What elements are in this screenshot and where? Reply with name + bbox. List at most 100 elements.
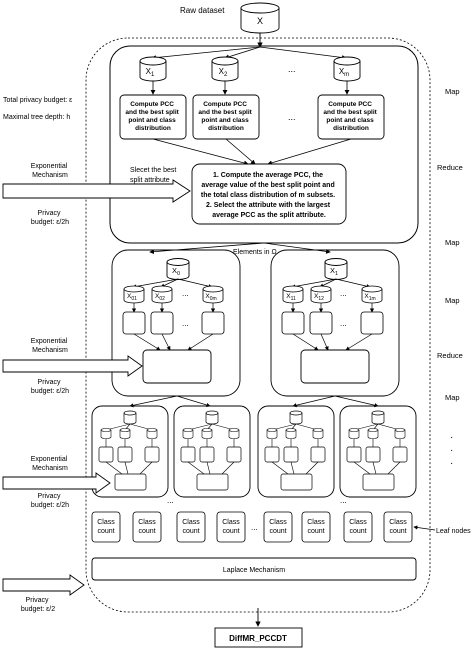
svg-text:X02: X02 <box>155 293 165 302</box>
l2-left-map-box-m <box>201 311 225 335</box>
svg-text:X01: X01 <box>127 293 137 302</box>
right-label-map-2: Map <box>445 238 460 247</box>
svg-text:X1: X1 <box>330 266 338 277</box>
exp-mech-label-2: Exponential Mechanism <box>31 338 70 354</box>
svg-text:X1: X1 <box>146 67 155 78</box>
tree-ellipsis-1: ... <box>167 496 174 505</box>
class-count-box-1 <box>91 511 121 543</box>
output-box <box>214 627 303 648</box>
subset-cylinder-2: X2 <box>211 56 239 82</box>
raw-dataset-cylinder: X <box>240 2 280 34</box>
right-label-reduce-1: Reduce <box>437 163 463 172</box>
stage3-tree-2 <box>173 405 251 498</box>
compute-box-m: Compute PCC and the best split point and… <box>317 94 385 140</box>
budget-label-2: Privacy budget: ε/2h <box>31 379 69 395</box>
exp-mech-arrow-1 <box>2 179 191 203</box>
tree-ellipsis-2: ... <box>340 496 347 505</box>
class-count-box-6 <box>301 511 331 543</box>
svg-text:X12: X12 <box>314 293 324 302</box>
output-label: DiffMR_PCCDT <box>229 634 287 643</box>
total-budget-label: Total privacy budget: ε <box>3 97 72 104</box>
x01-cylinder: X01 <box>123 285 145 304</box>
laplace-box <box>91 557 417 581</box>
compute-box-1: Compute PCC and the best split point and… <box>119 94 187 140</box>
budget-label-3: Privacy budget: ε/2h <box>31 493 69 509</box>
exp-mech-label-1: Exponential Mechanism <box>31 163 70 179</box>
class-count-box-8 <box>383 511 413 543</box>
svg-text:X2: X2 <box>219 67 228 78</box>
x0m-cylinder: X0m <box>202 285 224 304</box>
l2-right-map-ellipsis: ... <box>340 319 347 328</box>
right-label-map-3: Map <box>445 296 460 305</box>
stage3-tree-3 <box>257 405 335 498</box>
exp-mech-arrow-2 <box>2 355 143 377</box>
compute-box-2: Compute PCC and the best split point and… <box>192 94 260 140</box>
budget-label-1: Privacy budget: ε/2h <box>31 210 69 226</box>
l2-right-map-box-m <box>360 311 384 335</box>
svg-text:Compute PCC and the best: Compute PCC and the best split point and… <box>198 101 253 132</box>
right-dots: · <box>450 432 453 443</box>
svg-text:X11: X11 <box>286 293 296 302</box>
x1-ellipsis: ... <box>340 289 347 298</box>
class-count-box-5 <box>263 511 293 543</box>
l2-left-map-box-2 <box>150 311 174 335</box>
leaf-nodes-label: Leaf nodes <box>436 528 471 535</box>
outer-dotted-region <box>85 37 431 613</box>
svg-text:X: X <box>257 16 263 26</box>
subset-ellipsis: ... <box>288 64 296 74</box>
svg-text:Xm: Xm <box>339 67 349 78</box>
svg-text:X1m: X1m <box>364 293 375 302</box>
right-label-reduce-2: Reduce <box>437 351 463 360</box>
stage3-tree-4 <box>339 405 417 498</box>
reduce-box: 1. Compute the average PCC, the average … <box>191 163 347 225</box>
l2-left-map-box-1 <box>122 311 146 335</box>
x1-cylinder: X1 <box>324 258 348 280</box>
right-label-map-1: Map <box>445 87 460 96</box>
max-depth-label: Maximal tree depth: h <box>3 114 70 121</box>
stage3-tree-1 <box>91 405 169 498</box>
class-count-box-4 <box>216 511 246 543</box>
subset-cylinder-1: X1 <box>139 56 167 82</box>
l2-right-map-box-2 <box>309 311 333 335</box>
budget-label-4: Privacy budget: ε/2 <box>21 597 55 613</box>
x0-ellipsis: ... <box>182 289 189 298</box>
subset-cylinder-m: Xm <box>333 56 361 82</box>
exp-mech-arrow-3 <box>2 472 111 494</box>
l2-right-map-box-1 <box>281 311 305 335</box>
laplace-label: Laplace Mechanism <box>223 567 285 574</box>
svg-text:X0m: X0m <box>205 293 216 302</box>
l2-left-reduce-box <box>142 349 212 384</box>
svg-text:X0: X0 <box>172 266 180 277</box>
right-dots-3: · <box>450 458 453 469</box>
svg-text:Compute PCC and the best: Compute PCC and the best split point and… <box>125 101 180 132</box>
compute-ellipsis: ... <box>288 112 296 122</box>
class-count-box-2 <box>132 511 162 543</box>
svg-text:1. Compute the average PCC, th: 1. Compute the average PCC, the average … <box>201 172 337 219</box>
x02-cylinder: X02 <box>151 285 173 304</box>
x1m-cylinder: X1m <box>361 285 383 304</box>
right-dots-2: · <box>450 445 453 456</box>
l2-right-reduce-box <box>300 349 370 384</box>
svg-text:...: ... <box>251 523 258 532</box>
raw-dataset-label: Raw dataset <box>180 6 225 15</box>
x11-cylinder: X11 <box>282 285 304 304</box>
elements-label: Elements in Ω <box>233 249 277 256</box>
exp-mech-label-3: Exponential Mechanism <box>31 456 70 472</box>
x0-cylinder: X0 <box>166 258 190 280</box>
l2-left-map-ellipsis: ... <box>182 319 189 328</box>
laplace-arrow <box>2 574 85 596</box>
select-best-label: Slecet the best split attribute <box>130 167 178 184</box>
class-count-box-3 <box>176 511 206 543</box>
right-label-map-4: Map <box>445 393 460 402</box>
class-count-box-7 <box>343 511 373 543</box>
